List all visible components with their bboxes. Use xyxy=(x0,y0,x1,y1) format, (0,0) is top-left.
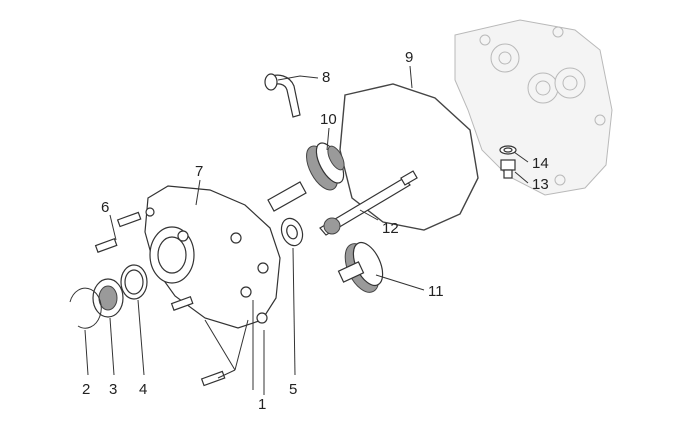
drain-plug xyxy=(499,145,517,179)
transmission-cover xyxy=(144,185,281,329)
breather-pipe xyxy=(264,73,301,118)
label-part-11: 11 xyxy=(428,283,444,300)
label-part-12: 12 xyxy=(382,220,399,237)
label-part-6: 6 xyxy=(101,199,109,216)
label-part-3: 3 xyxy=(109,381,117,398)
gearbox-case xyxy=(454,19,613,196)
label-part-8: 8 xyxy=(322,69,330,86)
label-part-10: 10 xyxy=(320,111,337,128)
label-part-5: 5 xyxy=(289,381,297,398)
seals-and-clip xyxy=(69,264,148,329)
label-part-13: 13 xyxy=(532,176,549,193)
label-part-4: 4 xyxy=(139,381,147,398)
cover-bolts xyxy=(94,211,226,387)
label-part-2: 2 xyxy=(82,381,90,398)
label-part-1: 1 xyxy=(258,396,266,413)
label-part-14: 14 xyxy=(532,155,549,172)
gear-11 xyxy=(337,241,384,293)
drive-shaft xyxy=(319,170,418,236)
leader-lines xyxy=(84,65,529,395)
gear-shaft-10 xyxy=(267,142,345,212)
label-part-9: 9 xyxy=(405,49,413,66)
label-part-7: 7 xyxy=(195,163,203,180)
bearing-5 xyxy=(280,217,304,247)
part-labels: 1 2 3 4 5 6 7 8 9 10 11 12 13 14 xyxy=(82,49,549,413)
gasket xyxy=(339,83,479,231)
